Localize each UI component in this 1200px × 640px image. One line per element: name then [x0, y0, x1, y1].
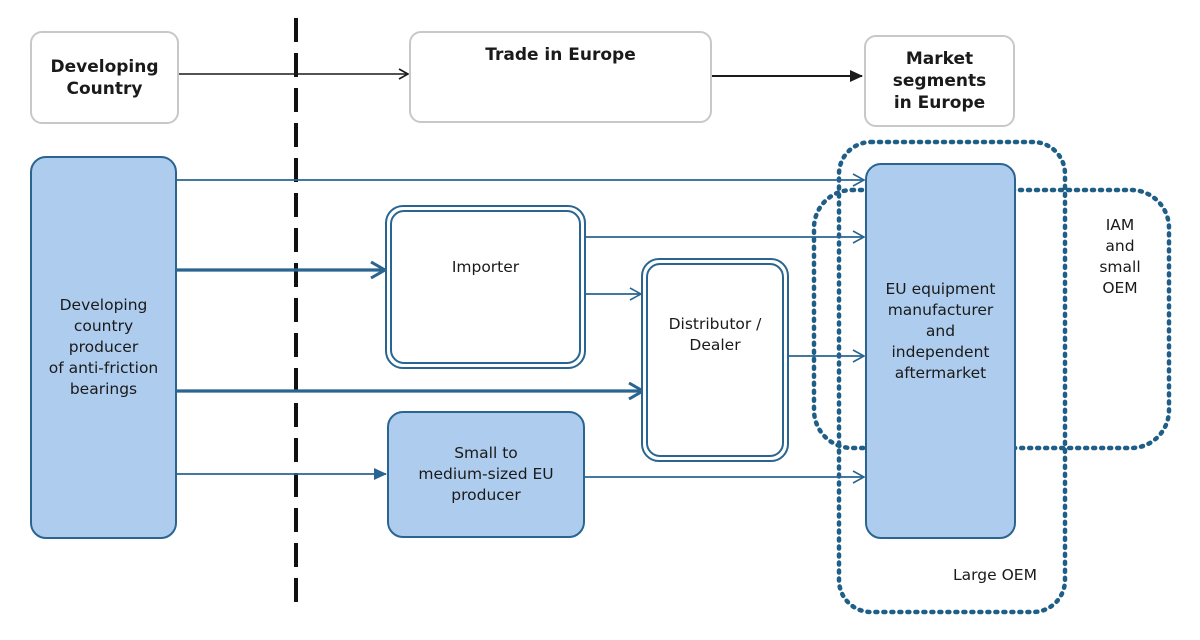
header-market-segments-label: Market segments in Europe [892, 49, 987, 113]
importer-label: Importer [451, 258, 520, 276]
importer-node: Importer [385, 205, 586, 369]
distributor-label: Distributor / Dealer [668, 315, 762, 354]
distributor-node: Distributor / Dealer [641, 258, 789, 462]
header-developing-country-label: Developing Country [50, 56, 159, 99]
header-market-segments: Market segments in Europe [864, 35, 1015, 127]
segment-large-oem-label: Large OEM [953, 566, 1037, 584]
eu-equipment-label: EU equipment manufacturer and independen… [885, 280, 996, 382]
segment-iam-small-oem-label: IAM and small OEM [1099, 216, 1141, 297]
producer-label: Developing country producer of anti-fric… [48, 296, 159, 398]
header-trade-in-europe: Trade in Europe [409, 31, 712, 123]
header-developing-country: Developing Country [30, 31, 179, 124]
header-trade-in-europe-label: Trade in Europe [485, 45, 636, 65]
large-oem-boundary [836, 139, 1068, 615]
producer-node: Developing country producer of anti-fric… [30, 156, 177, 539]
small-eu-producer-label: Small to medium-sized EU producer [418, 444, 554, 504]
eu-equipment-node: EU equipment manufacturer and independen… [865, 163, 1016, 539]
small-eu-producer-node: Small to medium-sized EU producer [387, 411, 585, 538]
